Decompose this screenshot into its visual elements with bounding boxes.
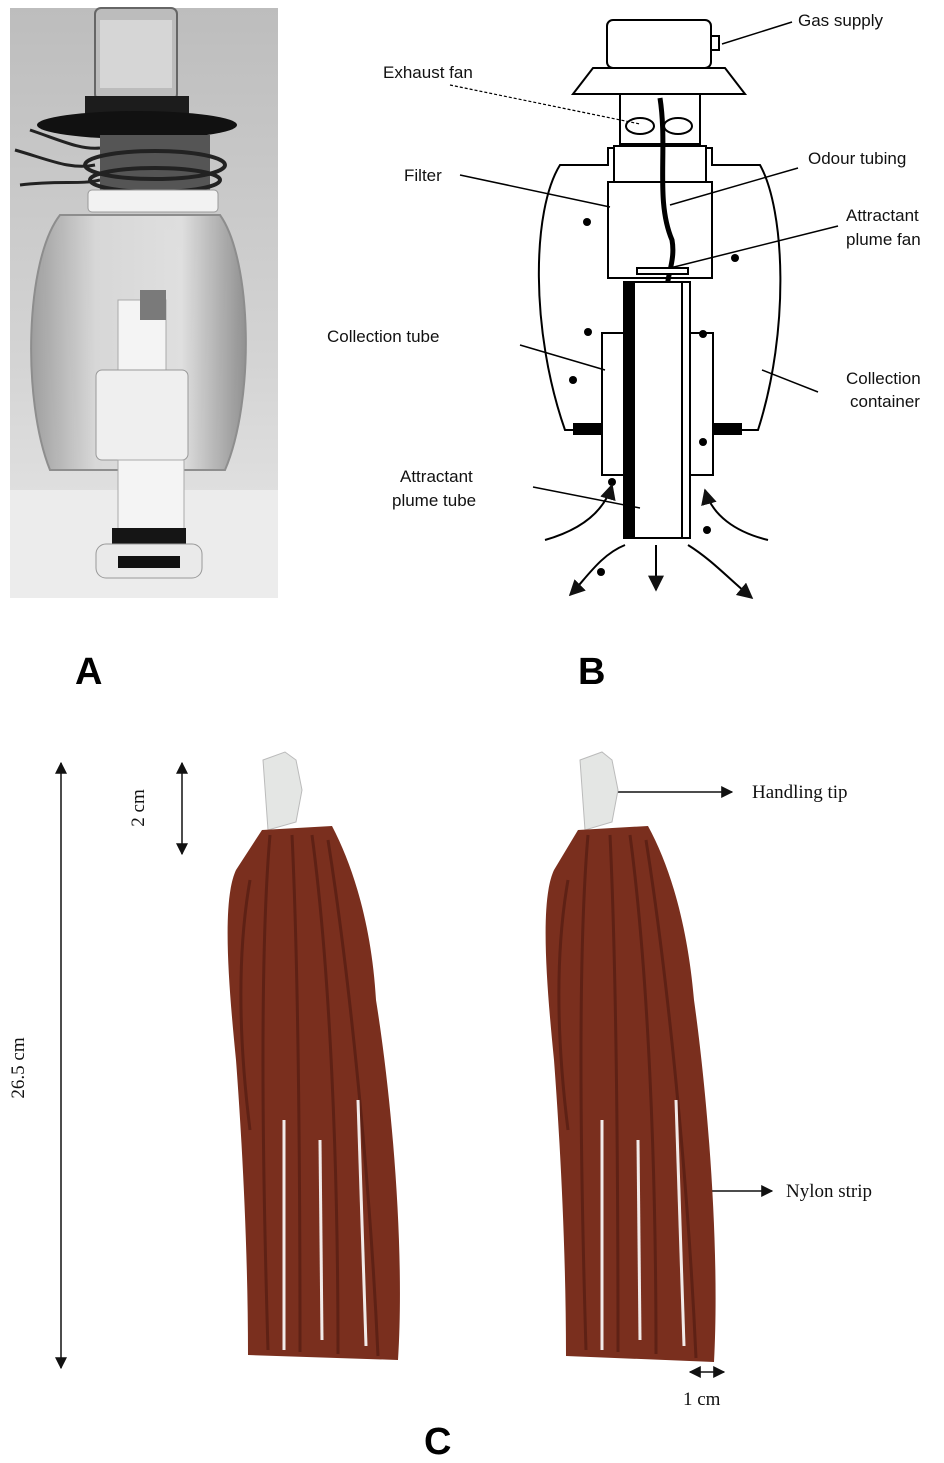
label-nylon-strip: Nylon strip (786, 1181, 872, 1202)
label-collection-container-1: Collection (846, 369, 921, 388)
panel-a-photo (10, 8, 278, 598)
label-collection-tube: Collection tube (327, 327, 439, 346)
label-exhaust-fan: Exhaust fan (383, 63, 473, 82)
label-gas-supply: Gas supply (798, 11, 884, 30)
label-width-1cm: 1 cm (683, 1389, 721, 1410)
label-attractant-plume-fan-2: plume fan (846, 230, 921, 249)
panel-letter-a: A (75, 651, 102, 693)
nylon-strip-bundle-right (546, 752, 716, 1362)
label-attractant-plume-tube-2: plume tube (392, 491, 476, 510)
label-handling-tip: Handling tip (752, 782, 848, 803)
panel-letter-b: B (578, 651, 605, 693)
panel-b-schematic (450, 20, 838, 598)
label-collection-container-2: container (850, 392, 920, 411)
label-attractant-plume-fan-1: Attractant (846, 206, 919, 225)
label-attractant-plume-tube-1: Attractant (400, 467, 473, 486)
label-length-26-5cm: 26.5 cm (8, 1037, 29, 1098)
label-filter: Filter (404, 166, 442, 185)
label-length-2cm: 2 cm (128, 789, 149, 827)
label-odour-tubing: Odour tubing (808, 149, 906, 168)
nylon-strip-bundle-left (228, 752, 400, 1360)
panel-letter-c: C (424, 1421, 451, 1463)
